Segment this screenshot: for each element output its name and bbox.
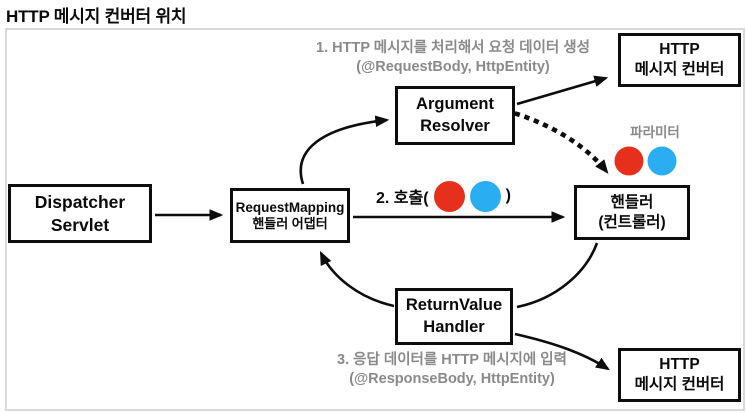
node-label: Servlet <box>50 214 110 235</box>
annotation-step3-line2: (@ResponseBody, HttpEntity) <box>349 370 555 387</box>
node-return-value-handler: ReturnValue Handler <box>395 288 513 345</box>
node-label: 메시지 컨버터 <box>634 376 725 393</box>
node-label: HTTP <box>659 356 700 374</box>
annotation-step2-call: 2. 호출( ) <box>376 180 511 212</box>
arrow-return-value-handler-to-adapter <box>319 250 395 308</box>
node-http-message-converter-bottom: HTTP 메시지 컨버터 <box>618 348 741 402</box>
node-handler-controller: 핸들러 (컨트롤러) <box>574 185 690 240</box>
call-blue-dot <box>469 180 501 212</box>
annotation-step2-suffix: ) <box>505 187 511 204</box>
node-dispatcher-servlet: Dispatcher Servlet <box>8 184 152 243</box>
page-title: HTTP 메시지 컨버터 위치 <box>6 7 187 26</box>
node-label: ReturnValue <box>405 296 503 315</box>
line-handler-to-return-value-handler <box>516 242 599 309</box>
node-label: 핸들러 <box>610 193 654 211</box>
node-label: Dispatcher <box>34 192 126 213</box>
arrow-argument-resolver-to-http-converter-top <box>516 75 609 106</box>
node-argument-resolver: Argument Resolver <box>395 86 515 145</box>
annotation-step1: 1. HTTP 메시지를 처리해서 요청 데이터 생성 (@RequestBod… <box>288 39 618 77</box>
arrow-adapter-to-argument-resolver <box>299 115 390 185</box>
annotation-step3-line1: 3. 응답 데이터를 HTTP 메시지에 입력 <box>337 352 567 368</box>
node-label: 핸들러 어댑터 <box>252 215 328 231</box>
node-label: RequestMapping <box>235 199 345 215</box>
annotation-parameter-label: 파라미터 <box>630 125 680 140</box>
parameter-red-dot <box>614 146 644 176</box>
parameter-dots <box>614 146 677 176</box>
annotation-step3: 3. 응답 데이터를 HTTP 메시지에 입력 (@ResponseBody, … <box>287 351 617 389</box>
node-label: Handler <box>423 317 485 336</box>
annotation-step2-prefix: 2. 호출( <box>376 190 429 207</box>
arrow-argument-resolver-to-handler-dotted <box>514 111 611 176</box>
annotation-step1-line2: (@RequestBody, HttpEntity) <box>356 58 550 75</box>
node-label: 메시지 컨버터 <box>634 61 725 78</box>
node-http-message-converter-top: HTTP 메시지 컨버터 <box>618 33 741 87</box>
node-requestmapping-handler-adapter: RequestMapping 핸들러 어댑터 <box>230 188 350 243</box>
node-label: Argument <box>416 95 494 114</box>
arrow-return-value-handler-to-http-converter-bottom <box>514 332 610 371</box>
parameter-blue-dot <box>647 146 677 176</box>
annotation-step1-line1: 1. HTTP 메시지를 처리해서 요청 데이터 생성 <box>316 40 590 56</box>
node-label: Resolver <box>420 116 490 135</box>
call-red-dot <box>433 180 465 212</box>
node-label: HTTP <box>659 41 700 59</box>
node-label: (컨트롤러) <box>598 213 666 231</box>
